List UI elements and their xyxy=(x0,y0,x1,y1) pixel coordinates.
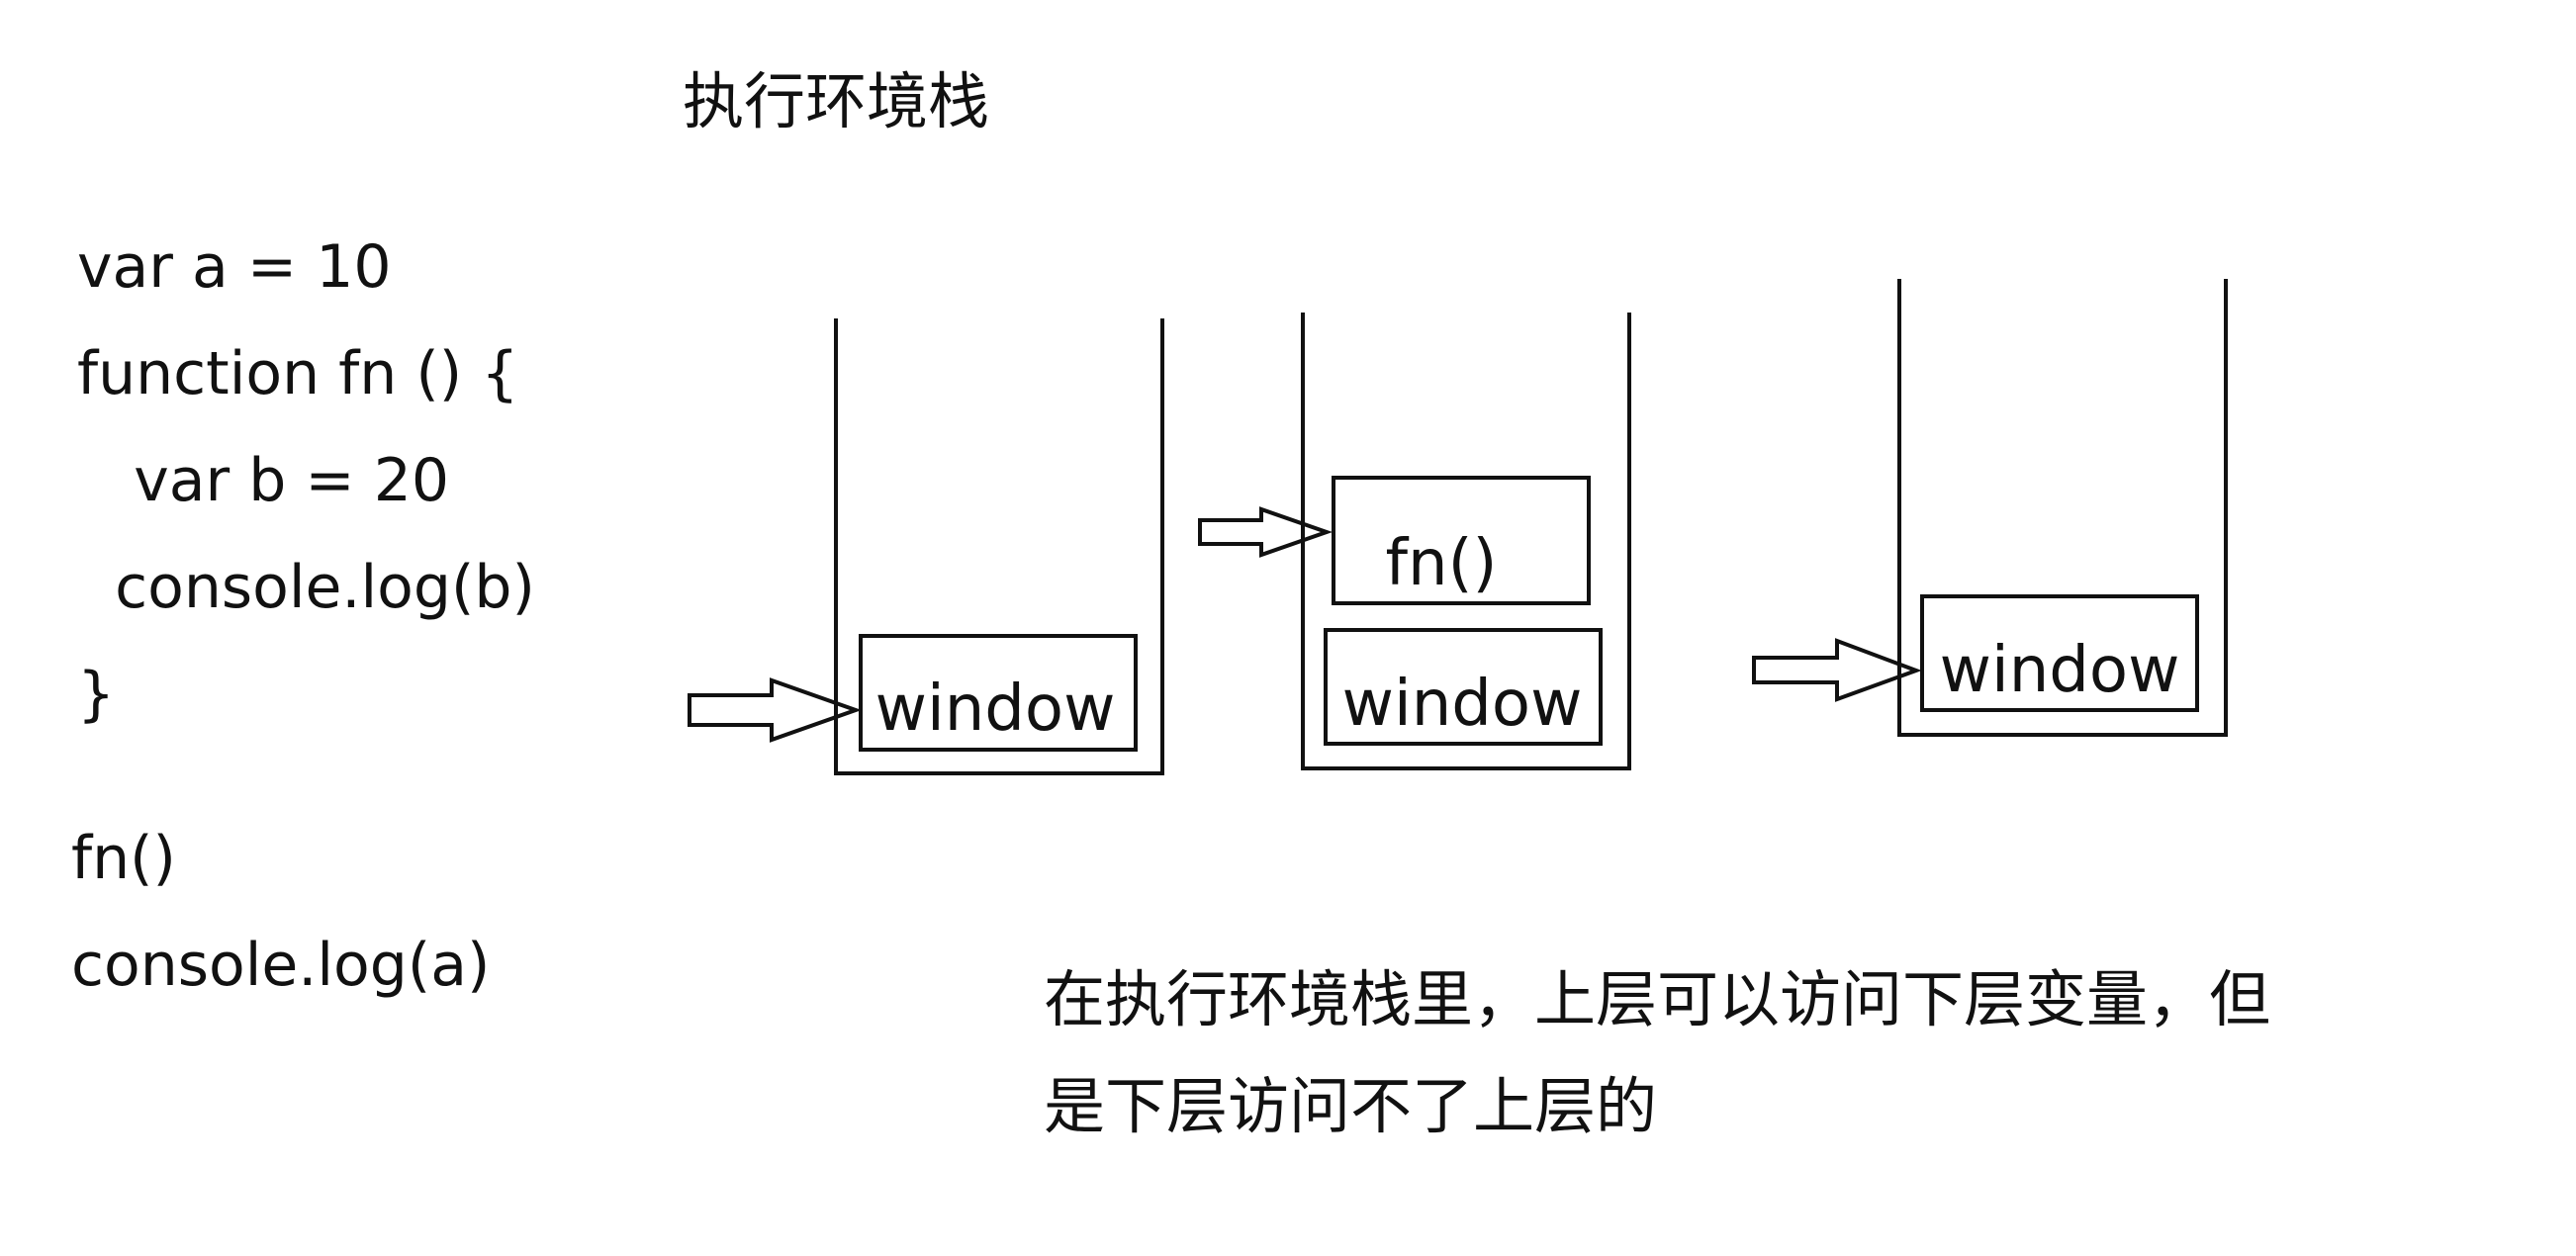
stack-1-pointer-arrow xyxy=(688,677,863,743)
stack-3-container xyxy=(1897,279,2228,737)
note-line-2: 是下层访问不了上层的 xyxy=(1044,1070,1658,1142)
stack-1-frame-window xyxy=(859,634,1138,752)
code-line-4: console.log(b) xyxy=(77,553,535,622)
code-line-3: var b = 20 xyxy=(77,446,450,515)
stack-3-pointer-arrow xyxy=(1752,638,1922,702)
code-line-2: function fn () { xyxy=(77,339,519,408)
stack-2-frame-label-2: window xyxy=(1342,668,1583,741)
code-line-6: fn() xyxy=(71,824,176,893)
stack-2-pointer-arrow xyxy=(1198,506,1334,558)
stack-2-frame-fn xyxy=(1332,476,1591,605)
stack-1-container xyxy=(834,318,1164,775)
stack-3-frame-label-1: window xyxy=(1940,634,2180,707)
diagram-title: 执行环境栈 xyxy=(683,65,990,137)
stack-1-frame-label-1: window xyxy=(875,673,1116,746)
stack-2-frame-label-1: fn() xyxy=(1385,527,1497,600)
stack-2-frame-window xyxy=(1324,628,1603,746)
code-line-5: } xyxy=(77,660,116,729)
code-line-1: var a = 10 xyxy=(77,232,392,302)
code-line-7: console.log(a) xyxy=(71,931,491,1000)
stack-3-frame-window xyxy=(1920,594,2199,712)
note-line-1: 在执行环境栈里，上层可以访问下层变量，但 xyxy=(1044,963,2271,1035)
